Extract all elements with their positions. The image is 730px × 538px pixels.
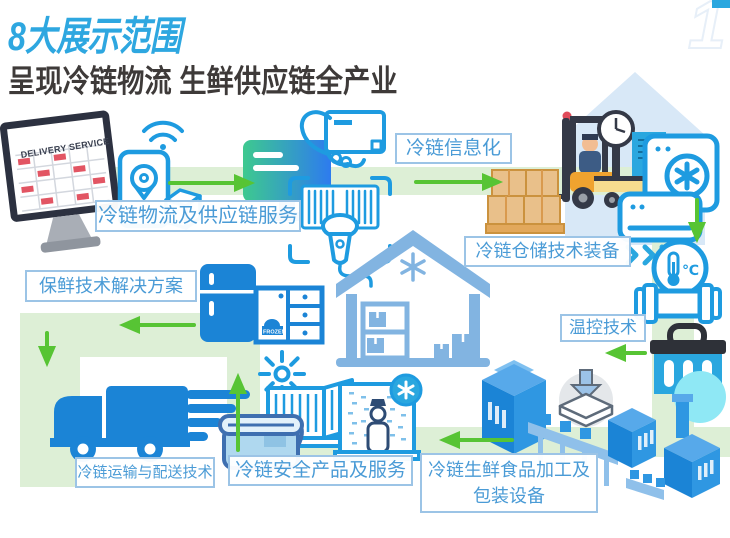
label-text: 冷链仓储技术装备 — [475, 241, 620, 262]
pallet-boxes-icon — [485, 169, 565, 234]
freezer-cabinet-icon: FROZEN — [253, 285, 325, 345]
thermometer-icon: ℃ — [651, 239, 709, 301]
ac-indoor-unit-icon — [617, 191, 703, 243]
page-number-decoration: 1 — [687, 0, 727, 64]
label-text: 冷链物流及供应链服务 — [98, 204, 298, 227]
frozen-label: FROZEN — [263, 330, 286, 336]
arrow-left-icon — [604, 343, 647, 363]
label-text: 温控技术 — [569, 317, 637, 337]
label-transport-distribution: 冷链运输与配送技术 — [75, 457, 215, 488]
truck-icon — [50, 386, 250, 462]
label-text-line2: 包装设备 — [473, 486, 545, 506]
label-temperature-control: 温控技术 — [560, 314, 646, 342]
air-shower-icon — [333, 373, 423, 461]
label-preservation-solutions: 保鲜技术解决方案 — [25, 270, 197, 302]
label-processing-packaging: 冷链生鲜食品加工及包装设备 — [420, 453, 598, 513]
arrow-left-icon — [118, 315, 196, 335]
barcode-scanner-icon — [288, 176, 392, 288]
label-text: 冷链信息化 — [405, 137, 501, 159]
delivery-monitor-icon — [0, 110, 120, 253]
arrow-right-icon — [168, 173, 256, 193]
thermometer-unit: ℃ — [682, 262, 699, 278]
label-warehousing-equipment: 冷链仓储技术装备 — [464, 236, 631, 267]
arrow-up-icon — [228, 372, 248, 452]
pipe-valve-icon — [634, 283, 722, 324]
label-text: 冷链运输与配送技术 — [77, 463, 213, 481]
cold-warehouse-icon — [336, 230, 490, 367]
label-text-line1: 冷链生鲜食品加工及 — [428, 459, 590, 480]
page-subtitle: 呈现冷链物流 生鲜供应链全产业 — [8, 64, 398, 99]
hand-card-icon — [299, 110, 386, 169]
label-text: 保鲜技术解决方案 — [39, 275, 183, 296]
processing-line-icon — [482, 360, 726, 500]
page-title: 8大展示范围 — [8, 15, 182, 59]
arrow-left-icon — [438, 430, 514, 450]
label-informatization: 冷链信息化 — [395, 133, 512, 164]
fridge-icon — [200, 264, 256, 342]
label-logistics-services: 冷链物流及供应链服务 — [95, 200, 301, 232]
corner-accent — [712, 0, 730, 8]
arrow-down-icon — [37, 331, 57, 368]
label-text: 冷链安全产品及服务 — [234, 459, 406, 481]
label-safety-products: 冷链安全产品及服务 — [228, 455, 413, 486]
open-box-icon — [558, 369, 614, 428]
arrow-right-icon — [414, 172, 504, 192]
arrow-down-icon — [687, 198, 707, 244]
